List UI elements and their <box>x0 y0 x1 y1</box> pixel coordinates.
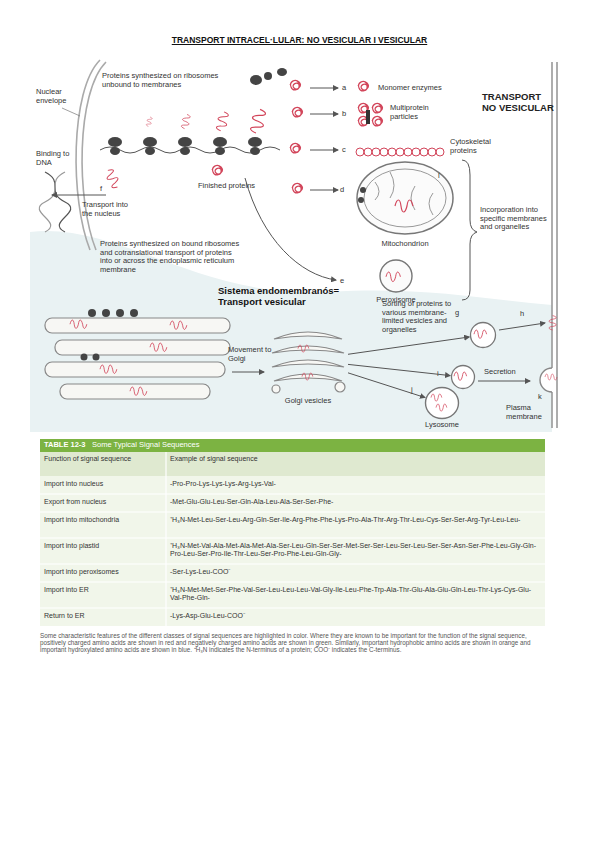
arrow <box>52 88 338 280</box>
figure-label: Transport into the nucleus <box>82 201 130 218</box>
plasma-membrane <box>556 62 558 428</box>
table-cell: ⁺H₃N-Met-Val-Ala-Met-Ala-Met-Ala-Ser-Leu… <box>170 542 542 558</box>
table-header: Some Typical Signal Sequences <box>92 441 199 450</box>
arrow-connector <box>348 373 425 398</box>
secreted-protein <box>545 374 557 380</box>
table-header: Function of signal sequence <box>44 455 154 463</box>
cytoskeletal-filament <box>356 148 444 156</box>
callout-letter: i <box>437 370 439 379</box>
table-cell: ⁺H₃N-Met-Leu-Ser-Leu-Arg-Gln-Ser-Ile-Arg… <box>170 516 542 524</box>
figure-label: Secretion <box>484 368 516 377</box>
figure-label: Sorting of proteins to various membrane-… <box>382 300 462 335</box>
table-cell: Return to ER <box>44 612 162 620</box>
mitochondrion: Mitochondrion <box>355 160 455 236</box>
callout-letter: l <box>438 172 440 181</box>
figure-label: Movement to Golgi <box>228 346 274 363</box>
monomer-enzyme <box>358 81 368 91</box>
organelle-label: Golgi vesicles <box>268 397 348 406</box>
peroxisome: Peroxisome <box>378 258 414 294</box>
callout-letter: k <box>538 393 542 402</box>
figure-label: Sistema endomembranós= Transport vesicul… <box>218 286 368 308</box>
endomembrane-area <box>30 231 552 432</box>
figure-label: Proteins synthesized on bound ribosomes … <box>100 240 245 275</box>
figure-label: Nuclear envelope <box>36 88 78 105</box>
leader-line <box>62 108 80 116</box>
callout-letter: h <box>520 310 524 319</box>
transport-vesicle-outline <box>469 321 497 349</box>
table-cell: Import into peroxisomes <box>44 568 162 576</box>
figure-label: Cytoskeletal proteins <box>450 138 505 155</box>
dna-helix <box>39 172 65 232</box>
endoplasmic-reticulum <box>45 318 230 399</box>
callout-letter: j <box>411 386 413 395</box>
table-cell: -Pro-Pro-Lys-Lys-Lys-Arg-Lys-Val- <box>170 480 542 488</box>
brace <box>462 160 477 300</box>
table-cell: -Met-Glu-Glu-Leu-Ser-Gln-Ala-Leu-Ala-Ser… <box>170 498 542 506</box>
arrow-connector <box>348 337 469 354</box>
mitochondrion-outline <box>355 160 455 236</box>
nuclear-envelope <box>82 62 106 250</box>
table-cell: -Ser-Lys-Leu-COO⁻ <box>170 568 542 576</box>
organelle-label: Lysosome <box>414 421 470 430</box>
figure-label: Proteins synthesized on ribosomes unboun… <box>102 72 220 89</box>
table-cell: Export from nucleus <box>44 498 162 506</box>
table-cell: -Lys-Asp-Glu-Leu-COO⁻ <box>170 612 542 620</box>
membrane-protein <box>549 316 556 330</box>
secretory-vesicle-outline <box>450 364 476 390</box>
table-cell: Import into mitochondria <box>44 516 162 524</box>
callout-letter: d <box>340 186 344 195</box>
callout-letter: e <box>340 277 344 286</box>
table-background <box>40 439 545 626</box>
table-cell: Import into plastid <box>44 542 162 550</box>
table-caption: Some characteristic features of the diff… <box>40 632 545 654</box>
bound-ribosomes <box>81 309 139 361</box>
fused-vesicle <box>540 368 552 392</box>
organelle-label: Mitochondrion <box>360 240 450 249</box>
lysosome: jLysosome <box>424 386 460 420</box>
figure-label: Multiprotein particles <box>390 104 438 121</box>
transport-vesicle: g <box>469 321 497 349</box>
figure-label: TRANSPORT NO VESICULAR <box>482 92 554 114</box>
callout-letter: c <box>342 146 346 155</box>
finished-proteins <box>104 80 303 193</box>
golgi-apparatus: Golgi vesicles <box>268 325 348 395</box>
table-cell: Import into nucleus <box>44 480 162 488</box>
callout-letter: f <box>100 185 102 194</box>
figure-label: Incorporation into specific membranes an… <box>480 206 548 232</box>
dna-helix <box>45 172 71 232</box>
callout-letter: g <box>455 309 459 318</box>
table-header: TABLE 12-3 <box>44 441 86 450</box>
figure-label: Monomer enzymes <box>378 84 442 93</box>
golgi-apparatus-outline <box>268 325 348 395</box>
nascent-chains <box>146 108 266 134</box>
arrow-connector <box>348 364 450 375</box>
multiprotein-particle <box>358 103 382 126</box>
table-header: Example of signal sequence <box>170 455 540 463</box>
figure-label: Plasma membrane <box>506 404 548 421</box>
lysosome-outline <box>424 386 460 420</box>
page-title: TRANSPORT INTRACEL·LULAR: NO VESICULAR I… <box>0 36 599 46</box>
er-proteins <box>70 320 187 395</box>
table-cell: Import into ER <box>44 586 162 594</box>
table-cell: ⁺H₃N-Met-Met-Ser-Phe-Val-Ser-Leu-Leu-Leu… <box>170 586 542 602</box>
callout-letter: a <box>342 84 346 93</box>
peroxisome-outline <box>378 258 414 294</box>
figure-label: Binding to DNA <box>36 150 74 167</box>
callout-letter: b <box>342 110 346 119</box>
secretory-vesicle: i <box>450 364 476 390</box>
figure-label: Finished proteins <box>198 182 255 191</box>
